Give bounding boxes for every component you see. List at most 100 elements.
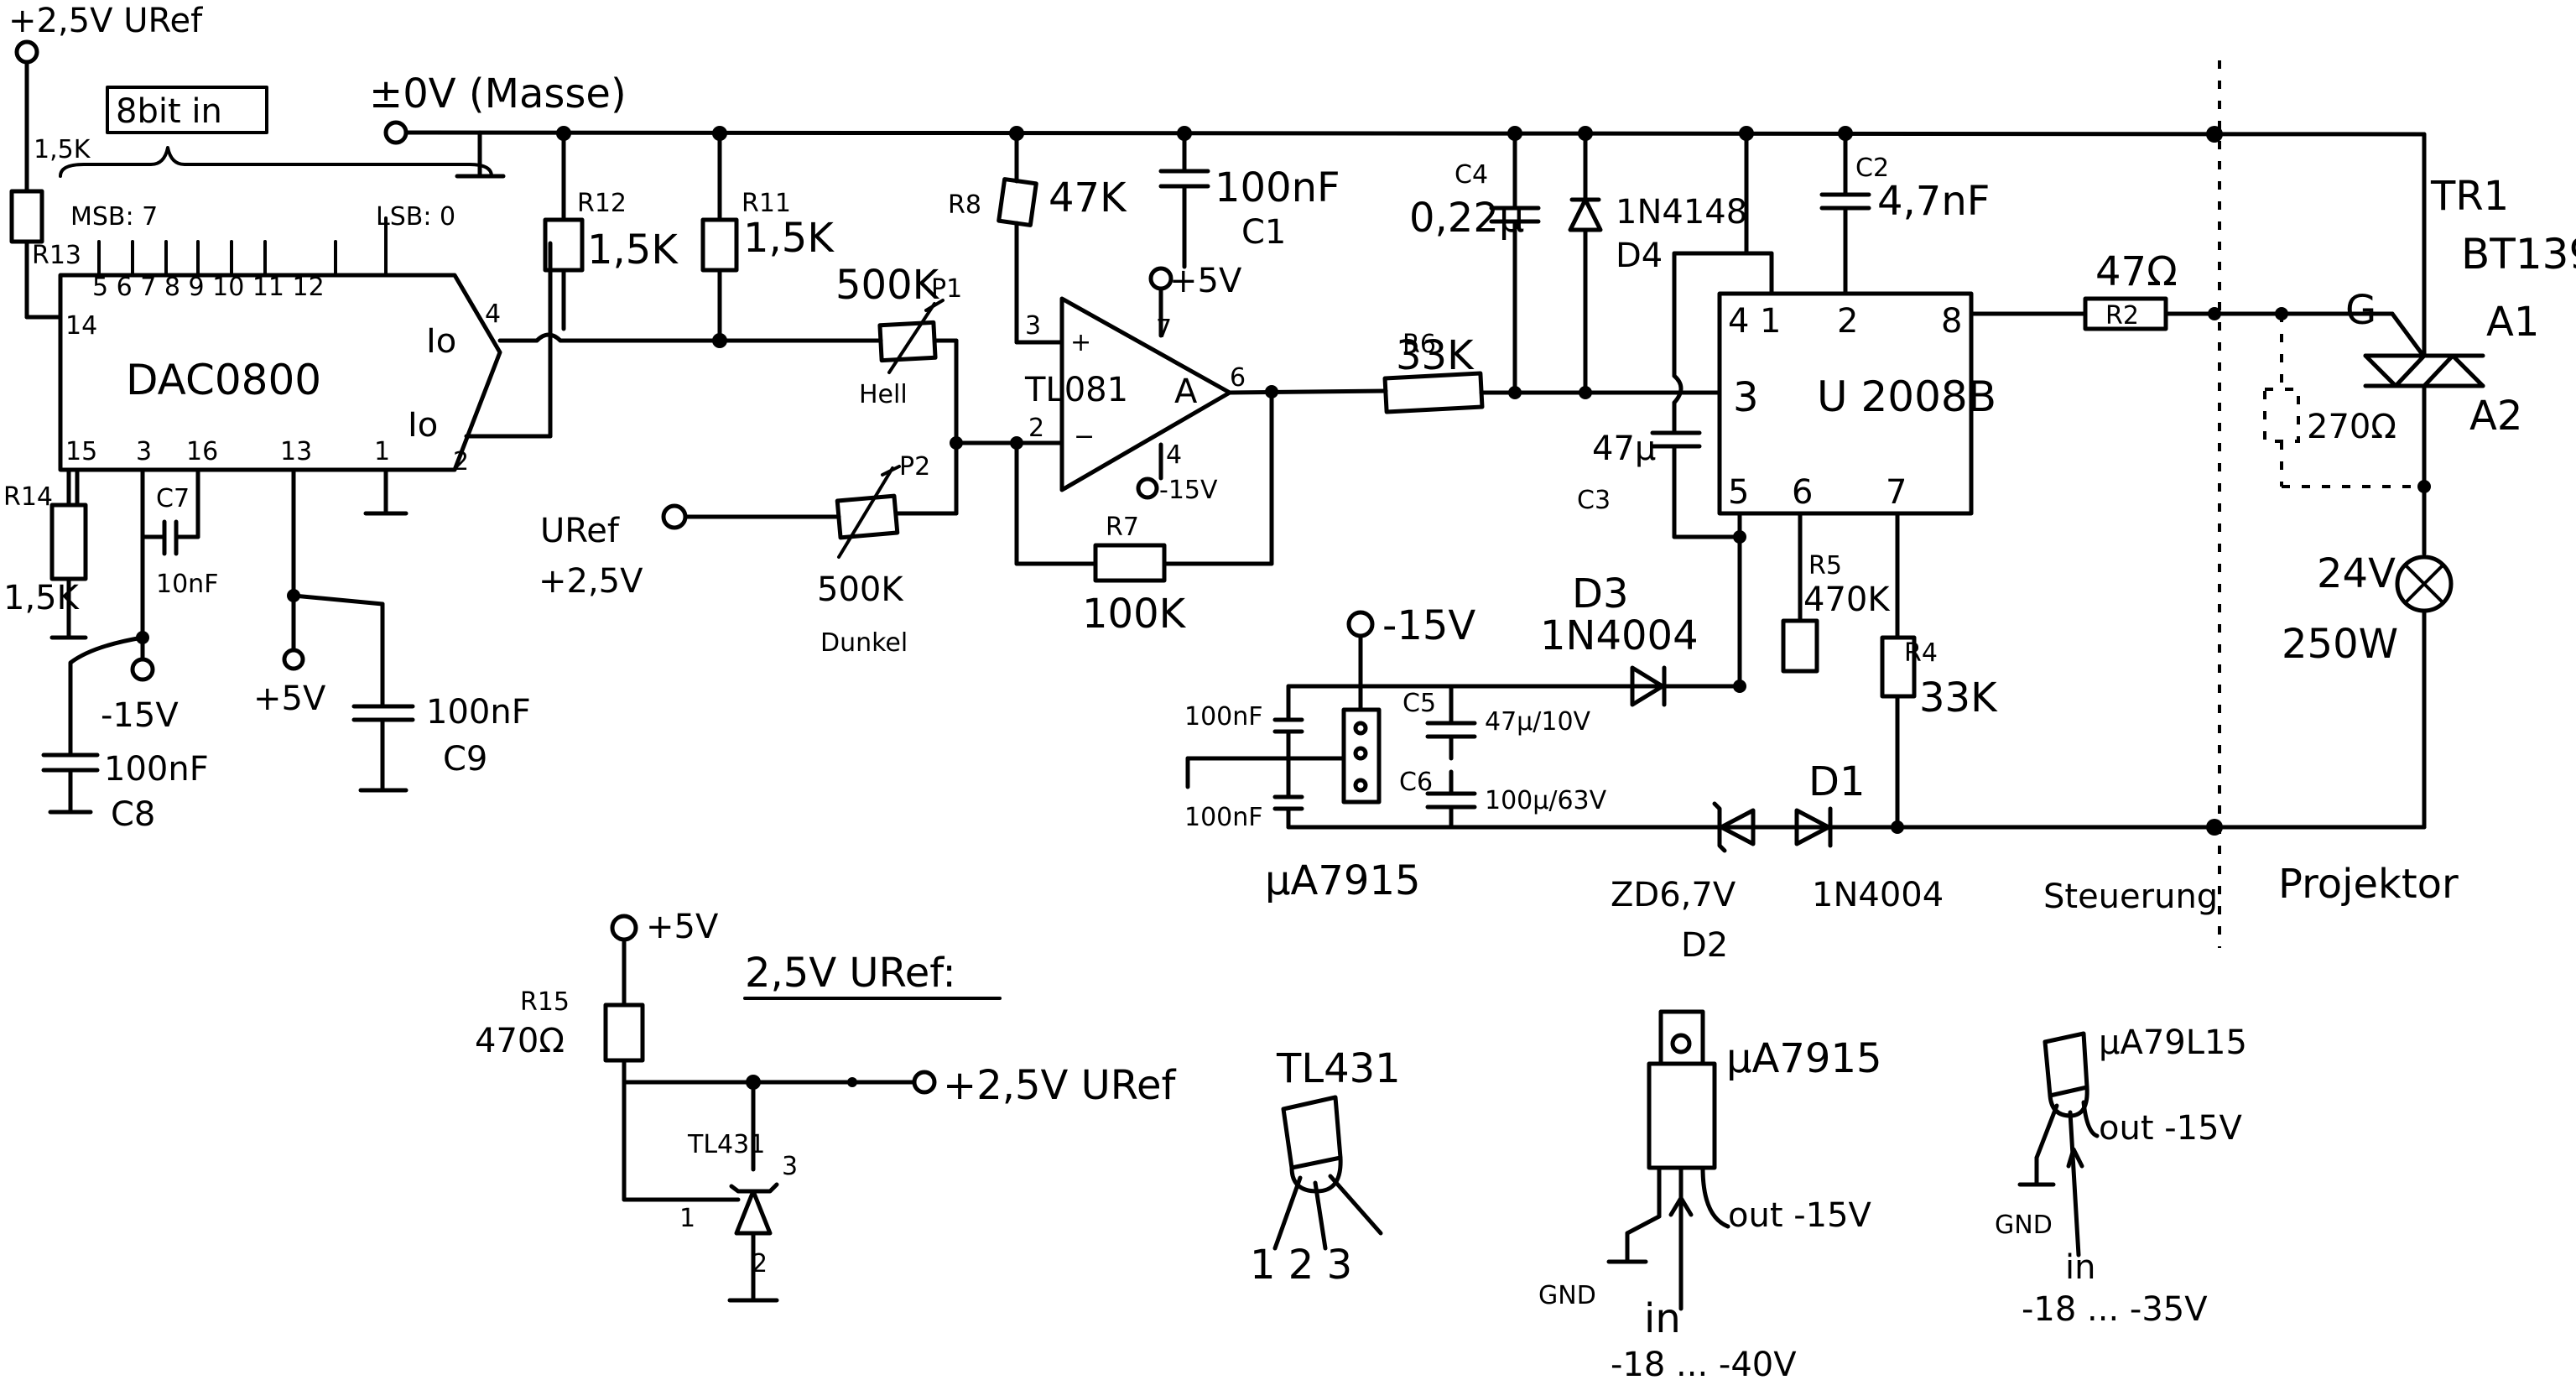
d2-part: ZD6,7V bbox=[1611, 876, 1736, 914]
c2-value: 4,7nF bbox=[1877, 178, 1990, 225]
c4-label: C4 bbox=[1455, 160, 1488, 190]
c2-label: C2 bbox=[1855, 154, 1889, 183]
ref-title: 2,5V URef: bbox=[745, 950, 956, 997]
c7-label: C7 bbox=[156, 484, 190, 513]
dac-io-bar: Io bbox=[408, 406, 438, 445]
u2008-pin8: 8 bbox=[1941, 302, 1962, 341]
opamp-neg15: -15V bbox=[1159, 476, 1218, 505]
r12-value: 1,5K bbox=[587, 227, 679, 273]
uref-input-left bbox=[9, 39, 63, 320]
d2-label: D2 bbox=[1681, 926, 1728, 965]
tl431-pins: 1 2 3 bbox=[1250, 1242, 1352, 1289]
ref-tl-label: TL431 bbox=[687, 1130, 765, 1159]
r14-value: 1,5K bbox=[3, 579, 81, 617]
c5-label: C5 bbox=[1402, 689, 1436, 718]
u2008-name: U 2008B bbox=[1817, 372, 1996, 421]
uref-label-top: +2,5V URef bbox=[8, 2, 203, 40]
c3-value: 47µ bbox=[1592, 430, 1656, 468]
ua79l15-gnd: GND bbox=[1995, 1211, 2053, 1240]
r5-label: R5 bbox=[1808, 551, 1842, 581]
dac-pin3: 3 bbox=[136, 437, 152, 466]
dac-io: Io bbox=[426, 322, 456, 361]
dac-name: DAC0800 bbox=[126, 356, 321, 404]
u2008-pin3: 3 bbox=[1733, 374, 1759, 421]
opamp-pin6: 6 bbox=[1230, 363, 1246, 393]
ua79l15-range: -18 ... -35V bbox=[2022, 1290, 2208, 1329]
ground-rail bbox=[383, 120, 2427, 179]
r4-label: R4 bbox=[1904, 638, 1938, 668]
r15-label: R15 bbox=[520, 987, 570, 1017]
dac-top-pins: 5 6 7 8 9 10 11 12 bbox=[92, 273, 325, 302]
opamp-pos5: +5V bbox=[1169, 262, 1242, 300]
c1-label: C1 bbox=[1241, 213, 1286, 252]
c4-value: 0,22µ bbox=[1409, 195, 1524, 242]
gnd-rail-label: ±0V (Masse) bbox=[369, 70, 627, 117]
dac-output-wiring bbox=[464, 131, 883, 439]
u2008-pin2: 2 bbox=[1837, 302, 1858, 341]
ref-pin3: 3 bbox=[782, 1152, 798, 1181]
lsb-label: LSB: 0 bbox=[376, 202, 455, 232]
r7-value: 100K bbox=[1082, 591, 1187, 638]
tl431-pinout bbox=[1272, 1095, 1383, 1251]
c8-label: C8 bbox=[111, 795, 155, 834]
p1-label: P1 bbox=[931, 274, 962, 304]
ua79l15-title: µA79L15 bbox=[2099, 1023, 2247, 1062]
ua79l15-out: out -15V bbox=[2099, 1109, 2243, 1148]
lamp-v: 24V bbox=[2317, 550, 2396, 597]
reference-circuit bbox=[603, 914, 1002, 1303]
neg15-left: -15V bbox=[101, 696, 179, 735]
supply-reg: µA7915 bbox=[1265, 857, 1421, 904]
c1-value: 100nF bbox=[1215, 164, 1340, 211]
r11-label: R11 bbox=[742, 189, 791, 218]
tl431-title: TL431 bbox=[1276, 1045, 1401, 1092]
dac-support-components bbox=[41, 467, 415, 815]
dac0800-chip bbox=[58, 216, 502, 640]
ua79l15-pinout bbox=[2017, 1031, 2100, 1258]
ua7915-gnd: GND bbox=[1538, 1281, 1596, 1310]
p2-label: P2 bbox=[899, 452, 930, 482]
r11-value: 1,5K bbox=[743, 215, 835, 262]
u2008-pin4: 4 bbox=[1728, 302, 1749, 341]
r14-label: R14 bbox=[3, 482, 53, 512]
ref-pos5: +5V bbox=[646, 908, 719, 946]
bus-brace bbox=[59, 86, 493, 178]
opamp-pin7: 7 bbox=[1156, 315, 1172, 344]
projektor-label: Projektor bbox=[2278, 861, 2459, 908]
c3-label: C3 bbox=[1577, 486, 1611, 515]
pos5-left: +5V bbox=[253, 680, 326, 718]
potentiometers bbox=[661, 299, 1019, 559]
r2-value: 47Ω bbox=[2095, 248, 2178, 295]
d4-label: D4 bbox=[1616, 237, 1663, 275]
u2008-pin1: 1 bbox=[1760, 302, 1781, 341]
r4-value: 33K bbox=[1919, 674, 1998, 721]
c6-value: 100µ/63V bbox=[1485, 786, 1607, 815]
opamp-pin3: 3 bbox=[1025, 311, 1041, 341]
ua7915-title: µA7915 bbox=[1726, 1035, 1882, 1082]
supply-neg15: -15V bbox=[1382, 602, 1475, 649]
uref-mid: URef bbox=[540, 512, 620, 550]
d4-part: 1N4148 bbox=[1616, 193, 1747, 232]
tr1-a2: A2 bbox=[2469, 393, 2522, 440]
c8-value: 100nF bbox=[104, 750, 209, 789]
c6-label: C6 bbox=[1399, 768, 1433, 797]
r6-label: R6 bbox=[1402, 330, 1436, 359]
c-left-bot: 100nF bbox=[1184, 803, 1263, 832]
ref-out: +2,5V URef bbox=[943, 1062, 1177, 1109]
d3-label: D3 bbox=[1572, 570, 1629, 617]
ref-pin2: 2 bbox=[752, 1249, 768, 1278]
c5-value: 47µ/10V bbox=[1485, 707, 1591, 737]
ua7915-out: out -15V bbox=[1728, 1196, 1872, 1235]
tl081-opamp bbox=[997, 131, 1388, 583]
opamp-minus: − bbox=[1074, 422, 1095, 451]
dac-pin1: 1 bbox=[374, 437, 390, 466]
u2008-pin7: 7 bbox=[1886, 473, 1907, 512]
p1-name: Hell bbox=[859, 380, 908, 409]
lamp-w: 250W bbox=[2282, 621, 2398, 668]
opamp-pin4: 4 bbox=[1166, 440, 1182, 470]
u2008-pin6: 6 bbox=[1792, 473, 1813, 512]
dac-pin16: 16 bbox=[186, 437, 218, 466]
r6-value: 33K bbox=[1396, 332, 1475, 379]
u2008-pin5: 5 bbox=[1728, 473, 1749, 512]
bus-label: 8bit in bbox=[116, 92, 222, 131]
